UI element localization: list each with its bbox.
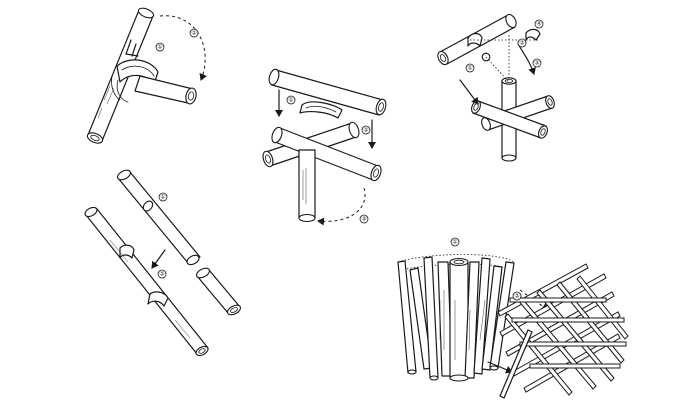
step-marker: ① — [155, 42, 165, 52]
panel-in-line-sleeve-joint: ① ② — [84, 169, 242, 357]
panel-cross-sleeve-joint: ① ② ③ — [262, 68, 387, 226]
svg-text:①: ① — [157, 44, 162, 51]
step-marker: ③ — [532, 58, 542, 68]
svg-text:②: ② — [159, 271, 165, 278]
branch-pipe — [134, 75, 197, 105]
panel-bundle-and-lattice-weave: ① ② — [397, 237, 629, 399]
step-marker: ① — [286, 95, 296, 105]
svg-text:③: ③ — [534, 60, 539, 67]
svg-text:①: ① — [467, 65, 472, 72]
step-marker: ③ — [359, 214, 369, 224]
svg-text:②: ② — [514, 293, 520, 300]
svg-text:②: ② — [191, 30, 197, 37]
step-marker: ② — [517, 38, 527, 48]
rotation-arrow — [159, 15, 207, 81]
step-marker: ① — [450, 237, 460, 247]
step-marker: ② — [361, 125, 371, 135]
separated-pipe-pair — [116, 169, 242, 316]
rotation-arrow — [317, 187, 366, 226]
assembled-node — [471, 77, 555, 162]
svg-text:①: ① — [452, 239, 457, 246]
panel-tee-saddle-joint: ① ② — [86, 7, 207, 144]
svg-text:③: ③ — [361, 216, 366, 223]
assembly-arrow — [151, 249, 166, 269]
step-marker: ① — [158, 192, 168, 202]
assembly-arrow — [517, 43, 536, 75]
sleeve-clip — [299, 101, 343, 119]
svg-text:②: ② — [519, 40, 525, 47]
step-marker: ① — [465, 63, 475, 73]
step-marker: ④ — [534, 19, 544, 29]
step-marker: ② — [189, 28, 199, 38]
svg-text:①: ① — [160, 194, 165, 201]
assembly-arrow — [459, 79, 479, 105]
svg-text:①: ① — [288, 97, 293, 104]
step-marker: ② — [512, 291, 522, 301]
lower-cross-assembly — [262, 121, 382, 223]
joined-pipe — [84, 206, 209, 357]
panel-four-way-node-joint: ① ② ③ ④ — [437, 13, 555, 162]
step-marker: ② — [157, 269, 167, 279]
upper-crossbar-pipe — [268, 68, 387, 116]
svg-text:④: ④ — [536, 21, 541, 28]
svg-text:②: ② — [363, 127, 369, 134]
pipe-bundle — [397, 254, 515, 382]
lattice-weave — [497, 263, 629, 399]
weave-arrow — [487, 361, 513, 374]
